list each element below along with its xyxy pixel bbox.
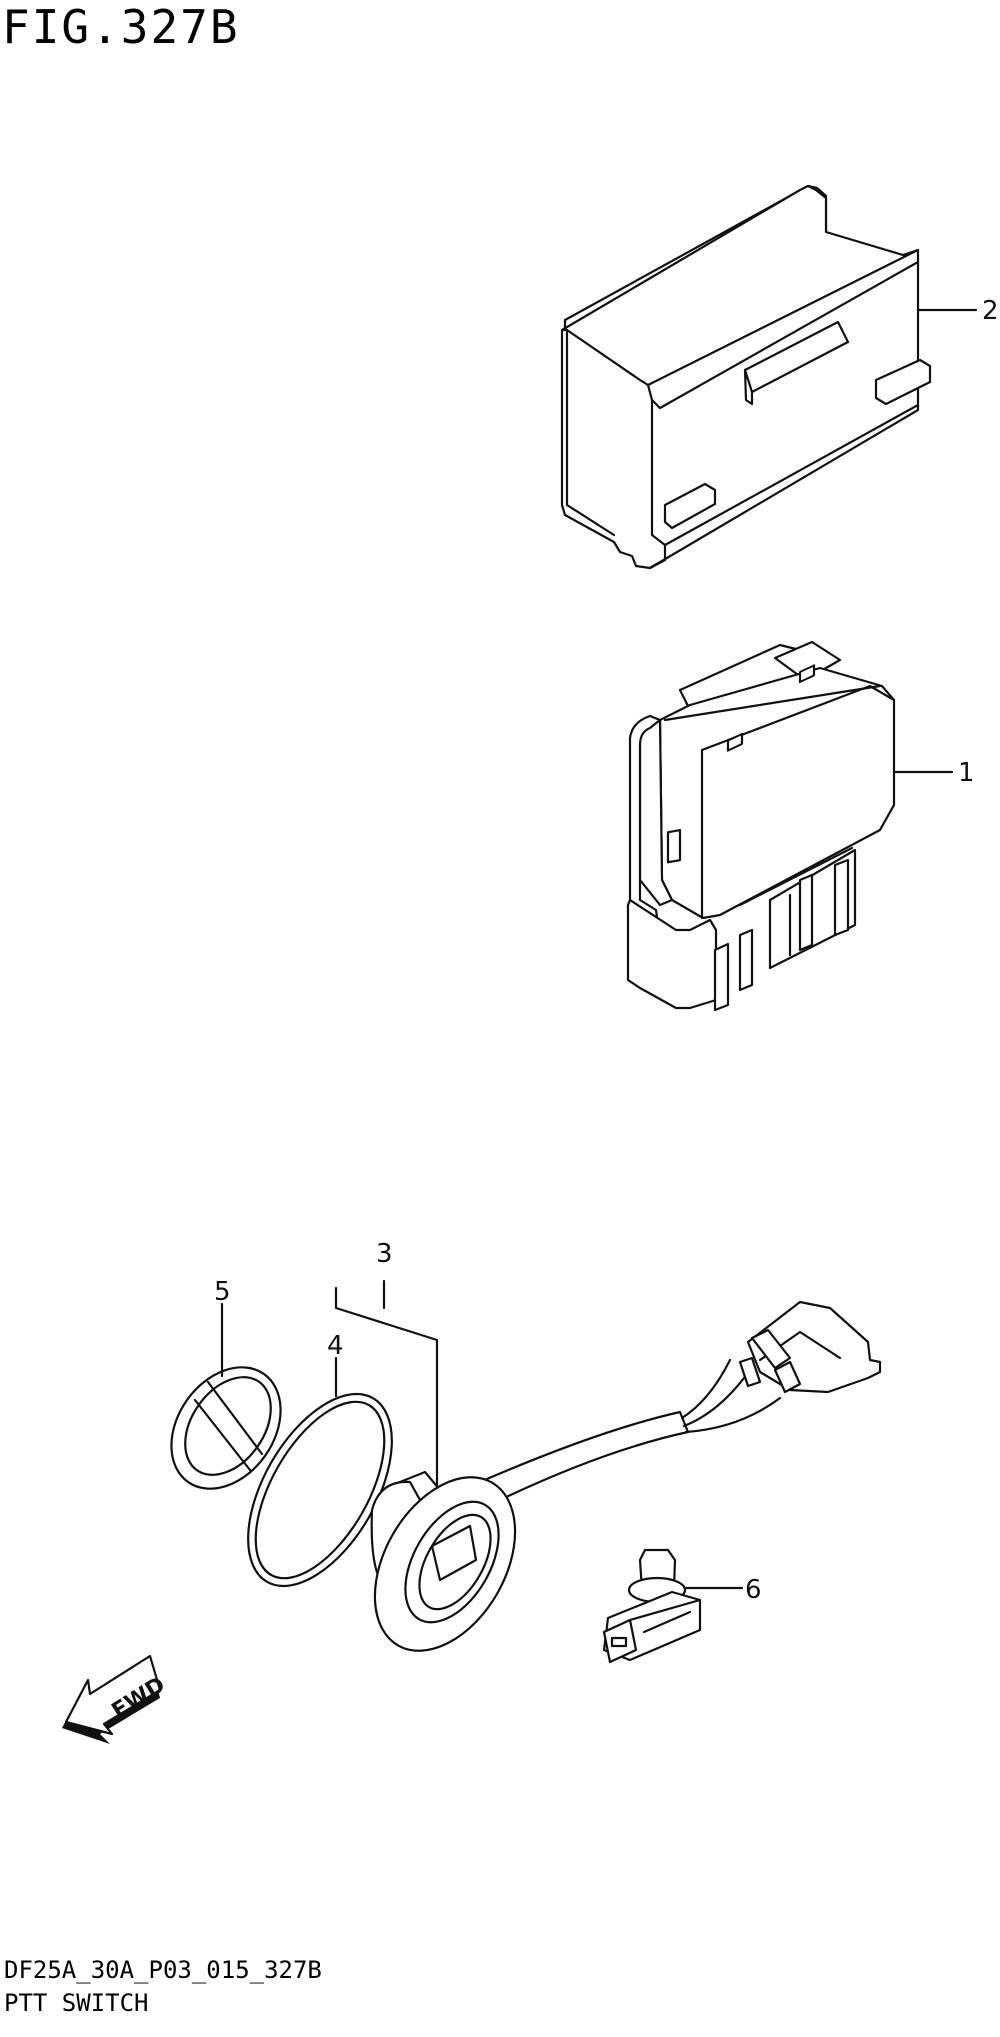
callout-3: 3 bbox=[376, 1239, 393, 1269]
part-6-connector: 6 bbox=[602, 1548, 762, 1664]
fwd-arrow: FWD bbox=[62, 1654, 170, 1744]
callout-4: 4 bbox=[327, 1331, 344, 1361]
callout-1: 1 bbox=[958, 758, 975, 788]
diagram-code: DF25A_30A_P03_015_327B bbox=[4, 1956, 322, 1984]
callout-6: 6 bbox=[745, 1575, 762, 1605]
callout-2: 2 bbox=[982, 296, 999, 326]
part-4-oring: 4 bbox=[247, 1331, 393, 1588]
part-1-module: 1 bbox=[626, 640, 975, 1012]
part-3-ptt-switch: 3 bbox=[334, 1239, 882, 1652]
part-5-retainer: 5 bbox=[170, 1277, 282, 1490]
diagram-name: PTT SWITCH bbox=[4, 1989, 149, 2017]
figure-title: FIG.327B bbox=[2, 0, 240, 54]
callout-5: 5 bbox=[214, 1277, 231, 1307]
part-2-cover: 2 bbox=[560, 184, 999, 570]
